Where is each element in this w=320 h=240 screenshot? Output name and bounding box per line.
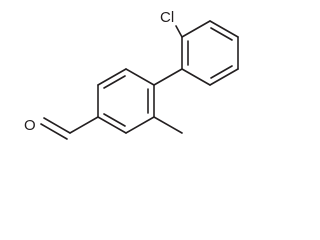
bond-methyl <box>153 116 183 134</box>
chemical-structure: Cl O <box>24 9 239 140</box>
bond-ring2-f <box>125 68 155 86</box>
bond-biaryl <box>153 68 183 86</box>
chlorine-label: Cl <box>160 9 174 26</box>
bond-aldehyde-c <box>69 116 99 134</box>
bond-carbonyl-2 <box>40 123 68 140</box>
bond-ring1-d <box>209 68 239 86</box>
bond-ring2-double-3 <box>103 75 126 89</box>
bond-ring2-c <box>97 116 127 134</box>
bond-ring1-double-1 <box>210 27 233 41</box>
benzaldehyde-ring <box>97 68 155 134</box>
bond-ring1-b <box>209 20 239 38</box>
bond-c-cl <box>175 25 183 38</box>
chlorophenyl-ring <box>181 20 239 86</box>
bond-ring1-a <box>181 20 211 38</box>
bond-ring2-double-2 <box>103 113 126 127</box>
bond-ring1-double-2 <box>210 65 233 79</box>
bond-ring2-b <box>125 116 155 134</box>
bond-ring2-e <box>97 68 127 86</box>
oxygen-label: O <box>24 117 36 134</box>
bond-ring1-e <box>181 68 211 86</box>
bond-carbonyl-1 <box>43 117 71 134</box>
